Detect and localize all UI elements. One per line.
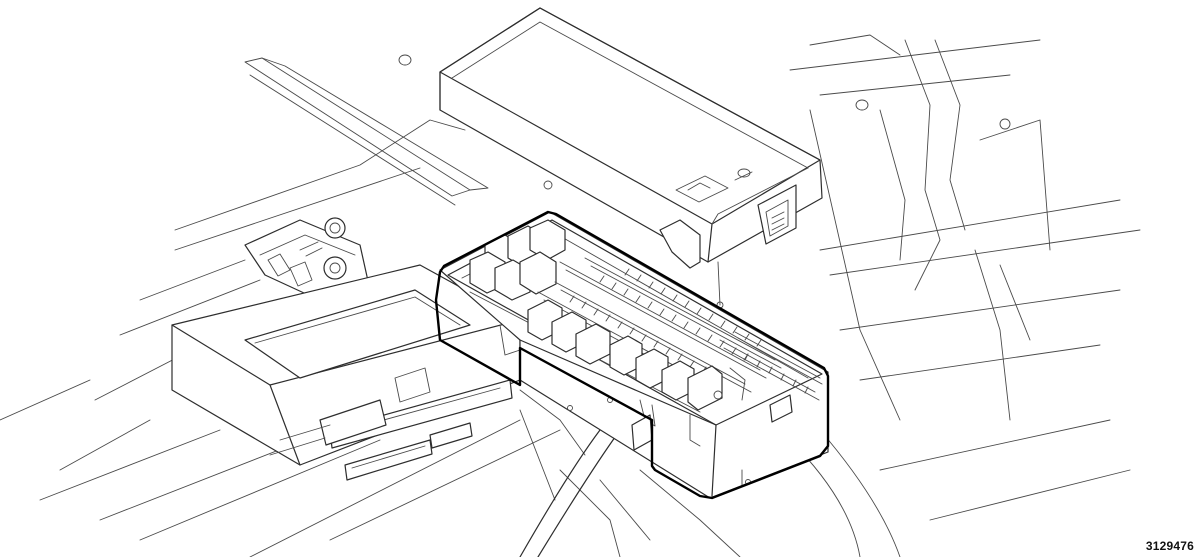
vehicle-structure xyxy=(0,34,1141,557)
harness-connectors xyxy=(244,217,371,306)
control-module xyxy=(171,264,521,481)
figure-id-label: 3129476 xyxy=(1145,539,1194,553)
fuse-relay-box xyxy=(434,210,830,500)
fuse-box-cover xyxy=(439,7,823,309)
